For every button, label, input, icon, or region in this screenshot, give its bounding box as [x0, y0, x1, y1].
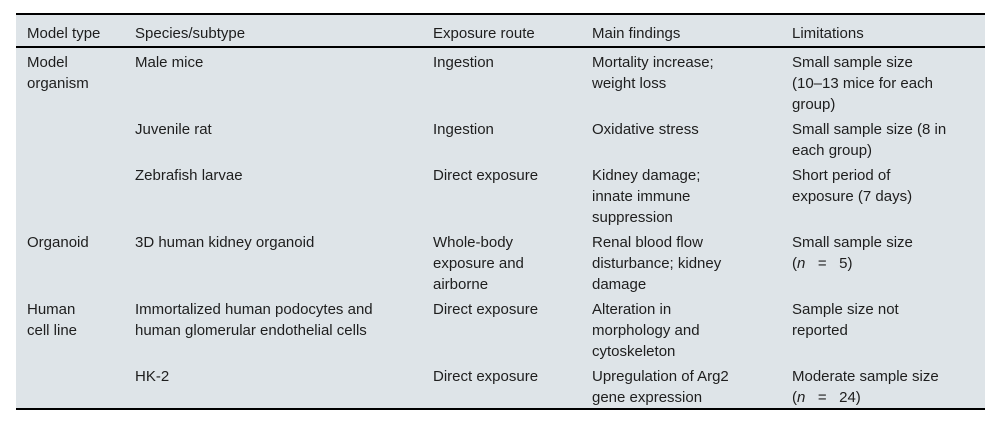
column-header-limitations: Limitations: [792, 25, 864, 42]
cell-species: Zebrafish larvae: [135, 167, 243, 184]
table-row: Juvenile rat Ingestion Oxidative stress Sma…: [16, 115, 985, 161]
column-header-findings: Main findings: [592, 25, 681, 42]
cell-findings: Upregulation of Arg2 gene expression: [592, 368, 729, 406]
cell-model-type: Model organism: [27, 54, 89, 92]
cell-limitations: Short period of exposure (7 days): [792, 167, 913, 205]
cell-model-type: [16, 362, 135, 409]
cell-species: Immortalized human podocytes and human g…: [135, 301, 373, 339]
cell-route: Whole-body exposure and airborne: [433, 234, 524, 293]
cell-route: Ingestion: [433, 54, 494, 71]
column-header-model-type: Model type: [27, 25, 101, 42]
cell-species: Male mice: [135, 54, 204, 71]
cell-findings: Kidney damage; innate immune suppression: [592, 167, 701, 226]
column-header-species: Species/subtype: [135, 25, 246, 42]
table-row: Model organism Male mice Ingestion Mortalit…: [16, 47, 985, 115]
cell-model-type: Organoid: [27, 234, 89, 251]
cell-findings: Alteration in morphology and cytoskeleto…: [592, 301, 700, 360]
cell-model-type: [16, 161, 135, 228]
cell-route: Ingestion: [433, 121, 494, 138]
cell-limitations: Small sample size (8 in each group): [792, 121, 947, 159]
cell-species: 3D human kidney organoid: [135, 234, 315, 251]
cell-model-type: [16, 115, 135, 161]
cell-limitations: Small sample size (n = 5): [792, 234, 913, 272]
cell-model-type: Human cell line: [27, 301, 78, 339]
table-row: HK-2 Direct exposure Upregulation of Arg2 …: [16, 362, 985, 409]
table-row: Human cell line Immortalized human podocy…: [16, 295, 985, 362]
table-row: Organoid 3D human kidney organoid Whole-bo…: [16, 228, 985, 295]
table-row: Zebrafish larvae Direct exposure Kidney da…: [16, 161, 985, 228]
column-header-route: Exposure route: [433, 25, 535, 42]
cell-limitations: Small sample size (10–13 mice for each g…: [792, 54, 933, 113]
cell-findings: Mortality increase; weight loss: [592, 54, 714, 92]
cell-route: Direct exposure: [433, 301, 539, 318]
header-row: Model type Species/subtype Exposure route M…: [16, 14, 985, 47]
cell-route: Direct exposure: [433, 167, 539, 184]
cell-species: Juvenile rat: [135, 121, 212, 138]
cell-limitations: Moderate sample size (n = 24): [792, 368, 939, 406]
cell-findings: Oxidative stress: [592, 121, 699, 138]
cell-findings: Renal blood flow disturbance; kidney dam…: [592, 234, 722, 293]
cell-species: HK-2: [135, 368, 170, 385]
cell-limitations: Sample size not reported: [792, 301, 899, 339]
cell-route: Direct exposure: [433, 368, 539, 385]
